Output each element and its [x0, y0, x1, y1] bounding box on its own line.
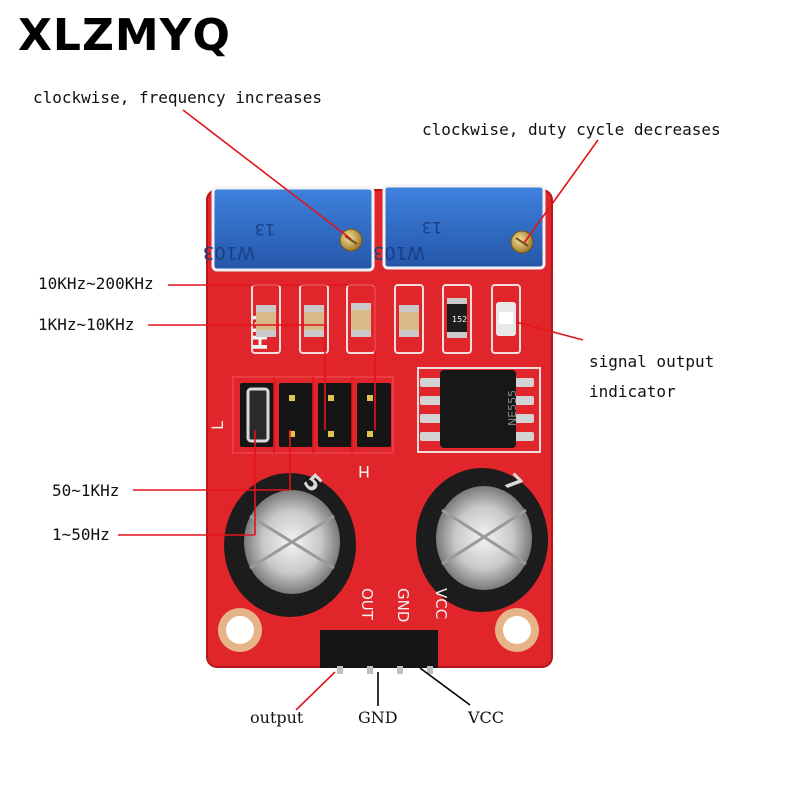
svg-text:W103: W103	[203, 242, 255, 263]
label-vcc: VCC	[468, 708, 505, 727]
silk-gnd: GND	[394, 588, 412, 622]
annotation-signal-indicator-1: signal output	[589, 352, 715, 371]
jumper-cap	[246, 387, 270, 443]
pin-header	[320, 630, 438, 674]
annotation-frequency-pot: clockwise, frequency increases	[33, 88, 322, 107]
svg-text:13: 13	[422, 218, 442, 237]
annotation-range-10k-200k: 10KHz~200KHz	[38, 274, 154, 293]
label-gnd: GND	[358, 708, 398, 727]
silk-l: L	[208, 421, 227, 430]
svg-text:13: 13	[255, 220, 275, 239]
silk-vcc: VCC	[432, 588, 450, 619]
smd-resistor: 152	[447, 298, 467, 338]
smd-capacitors	[256, 303, 419, 337]
frequency-potentiometer: 13 W103	[203, 186, 375, 272]
callouts-red	[118, 109, 599, 711]
brand-title: XLZMYQ	[18, 10, 231, 61]
electrolytic-capacitor-left: 5	[224, 469, 356, 617]
annotation-range-50-1k: 50~1KHz	[52, 481, 120, 500]
silk-h: H	[358, 462, 370, 481]
annotation-duty-pot: clockwise, duty cycle decreases	[422, 120, 721, 139]
duty-cycle-potentiometer: 13 W103	[373, 184, 546, 270]
annotation-range-1k-10k: 1KHz~10KHz	[38, 315, 135, 334]
ne555-ic: NE555	[417, 367, 541, 453]
svg-text:W103: W103	[373, 242, 425, 263]
signal-led	[496, 302, 516, 336]
svg-text:NE555: NE555	[506, 390, 519, 426]
silk-out: OUT	[358, 588, 376, 621]
electrolytic-capacitor-right: 7	[416, 468, 548, 612]
annotation-range-1-50: 1~50Hz	[52, 525, 110, 544]
svg-text:152: 152	[452, 315, 467, 324]
annotation-signal-indicator-2: indicator	[589, 382, 676, 401]
callouts-black	[377, 667, 471, 706]
label-output: output	[250, 708, 304, 727]
